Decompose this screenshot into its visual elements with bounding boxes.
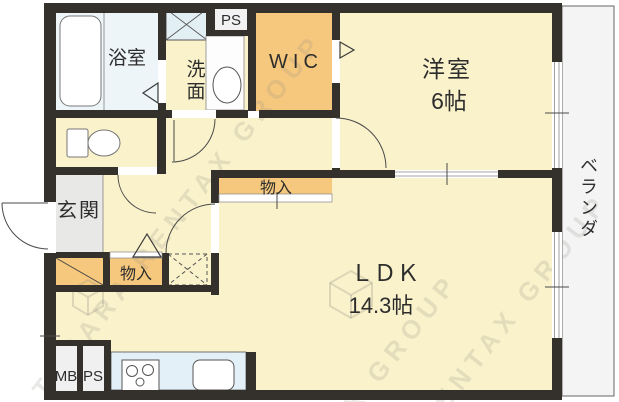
wall-segment	[158, 13, 166, 60]
washroom-door-swing	[171, 118, 216, 163]
wall-segment	[552, 168, 562, 232]
mb-box	[56, 346, 77, 391]
wall-segment	[44, 285, 219, 292]
wall-segment	[103, 252, 110, 292]
vanity-sink	[205, 35, 245, 111]
refrigerator-space	[167, 253, 208, 286]
ldk-label: ＬＤＫ	[351, 260, 420, 286]
western-room-door-opening	[332, 118, 340, 168]
wall-segment	[162, 253, 169, 292]
shoe-cabinet-diagonal	[55, 257, 104, 286]
bathroom-label: 浴室	[108, 47, 146, 69]
stove	[121, 359, 160, 392]
wall-segment	[158, 103, 166, 111]
bathroom-folding-door-icon	[141, 81, 159, 105]
ldk-door-swing	[165, 203, 216, 254]
wall-segment	[498, 170, 552, 178]
wall-junction-gap	[248, 111, 259, 118]
entrance-door-opening	[44, 202, 56, 253]
storage-hall-folding-door-icon	[131, 232, 163, 258]
wall-segment	[552, 3, 562, 62]
western-room-size: 6帖	[431, 88, 467, 114]
storage-hall-floor	[110, 258, 162, 285]
wall-segment	[211, 178, 219, 203]
washing-machine-pan	[165, 8, 208, 41]
wall-segment	[216, 110, 248, 118]
wall-segment	[552, 338, 562, 400]
kitchen-sink	[192, 359, 235, 391]
partition-opening-western-ldk	[395, 163, 498, 185]
wall-segment	[44, 167, 118, 175]
toilet	[66, 128, 121, 158]
wic-door-opening	[332, 40, 340, 83]
toilet-door-opening	[118, 167, 157, 175]
wall-segment	[211, 170, 395, 178]
window-ldk	[545, 232, 569, 338]
wall-segment	[246, 352, 256, 400]
ps-top-box	[215, 9, 247, 30]
wall-segment	[44, 3, 56, 202]
wall-segment	[211, 253, 219, 295]
watermark-logo-icon	[329, 269, 373, 320]
wic-folding-door-icon	[339, 40, 356, 60]
wall-segment	[332, 3, 340, 40]
storage-upper-floor	[219, 178, 332, 195]
storage-hall-label: 物入	[120, 265, 152, 283]
wall-segment	[44, 390, 562, 400]
ps-bottom-label: PS	[83, 368, 103, 385]
washroom-label: 洗面	[184, 59, 206, 103]
ps-top-label: PS	[221, 12, 241, 29]
wic-floor	[256, 13, 332, 111]
wall-segment	[44, 252, 110, 258]
wall-segment	[259, 110, 333, 118]
wall-segment	[44, 3, 562, 13]
wall-segment	[248, 3, 256, 111]
openings	[44, 40, 569, 338]
toilet-door-swing	[117, 174, 157, 214]
door-symbols	[1, 40, 387, 337]
ldk-size: 14.3帖	[349, 293, 414, 318]
wall-segment	[157, 110, 166, 174]
washroom-door-opening	[172, 110, 216, 118]
bathtub	[59, 15, 102, 107]
window-western-room	[545, 62, 569, 168]
floor-base	[44, 3, 615, 400]
ps-bottom-box	[83, 346, 104, 391]
meter-box-label: MB	[55, 368, 78, 385]
entrance-label: 玄関	[57, 199, 101, 222]
western-room-door-swing	[335, 117, 387, 169]
storage-upper-sliding-door	[218, 193, 333, 203]
ldk-door-opening	[211, 203, 219, 253]
veranda-label: ベランダ	[578, 156, 598, 240]
wic-label: WIC	[269, 51, 323, 73]
western-room-label: 洋室	[422, 56, 472, 82]
labels: 浴室 洗面 PS WIC 洋室 6帖 玄関 物入 物入 ＬＤＫ 14.3帖 MB…	[55, 12, 598, 385]
wall-segment	[332, 83, 340, 118]
entrance-floor	[56, 175, 103, 252]
storage-upper-label: 物入	[260, 179, 292, 197]
bathroom-door-opening	[158, 60, 166, 103]
walls	[44, 3, 562, 400]
entrance-door-swing	[1, 202, 49, 250]
wall-segment	[44, 110, 172, 118]
veranda-area	[561, 5, 615, 397]
